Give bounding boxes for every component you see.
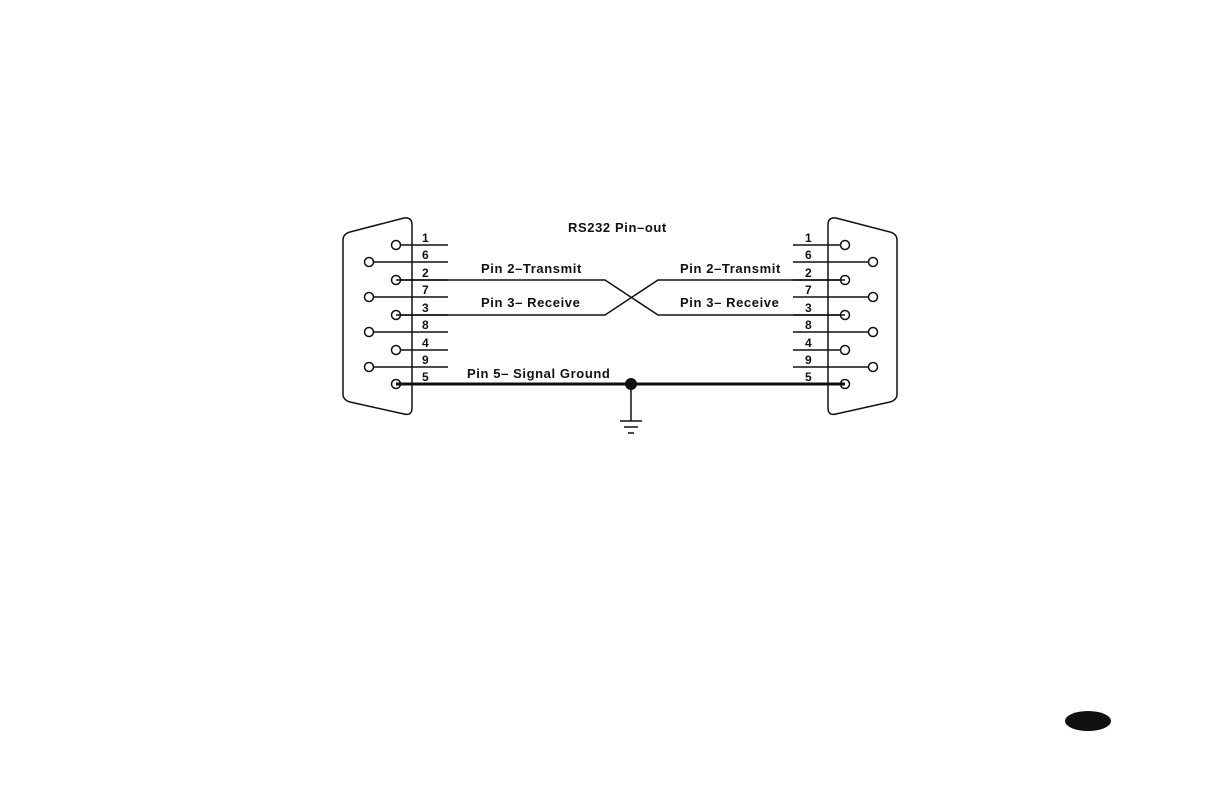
right-pin-label: 9: [805, 353, 812, 367]
right-pin-6-contact: [869, 258, 878, 267]
left-pin-label: 6: [422, 248, 429, 262]
ground-label: Pin 5– Signal Ground: [467, 366, 610, 381]
right-pin-label: 1: [805, 231, 812, 245]
right-pin-label: 4: [805, 336, 812, 350]
left-pin-label: 2: [422, 266, 429, 280]
left-pin-label: 4: [422, 336, 429, 350]
right-pin-label: 5: [805, 370, 812, 384]
left-pin-6-contact: [365, 258, 374, 267]
left-receive-label: Pin 3– Receive: [481, 295, 580, 310]
right-pin-label: 3: [805, 301, 812, 315]
diagram-title: RS232 Pin–out: [568, 220, 667, 235]
right-pin-1-contact: [841, 241, 850, 250]
right-pin-8-contact: [869, 328, 878, 337]
page-marker-icon: [1065, 711, 1111, 731]
left-pin-group: 1 6 2 7 3 8 4 9 5: [365, 231, 449, 389]
right-receive-label: Pin 3– Receive: [680, 295, 779, 310]
left-pin-9-contact: [365, 363, 374, 372]
right-pin-label: 2: [805, 266, 812, 280]
left-pin-label: 9: [422, 353, 429, 367]
left-pin-label: 7: [422, 283, 429, 297]
right-pin-7-contact: [869, 293, 878, 302]
left-pin-label: 8: [422, 318, 429, 332]
left-pin-7-contact: [365, 293, 374, 302]
right-pin-label: 8: [805, 318, 812, 332]
left-transmit-label: Pin 2–Transmit: [481, 261, 582, 276]
right-pin-4-contact: [841, 346, 850, 355]
ground-symbol-icon: [620, 384, 642, 433]
right-pin-label: 7: [805, 283, 812, 297]
right-pin-group: 1 6 2 7 3 8 4 9 5: [793, 231, 878, 389]
left-pin-8-contact: [365, 328, 374, 337]
left-pin-4-contact: [392, 346, 401, 355]
right-pin-9-contact: [869, 363, 878, 372]
left-pin-label: 3: [422, 301, 429, 315]
right-pin-label: 6: [805, 248, 812, 262]
left-pin-label: 5: [422, 370, 429, 384]
left-pin-label: 1: [422, 231, 429, 245]
right-transmit-label: Pin 2–Transmit: [680, 261, 781, 276]
left-pin-1-contact: [392, 241, 401, 250]
